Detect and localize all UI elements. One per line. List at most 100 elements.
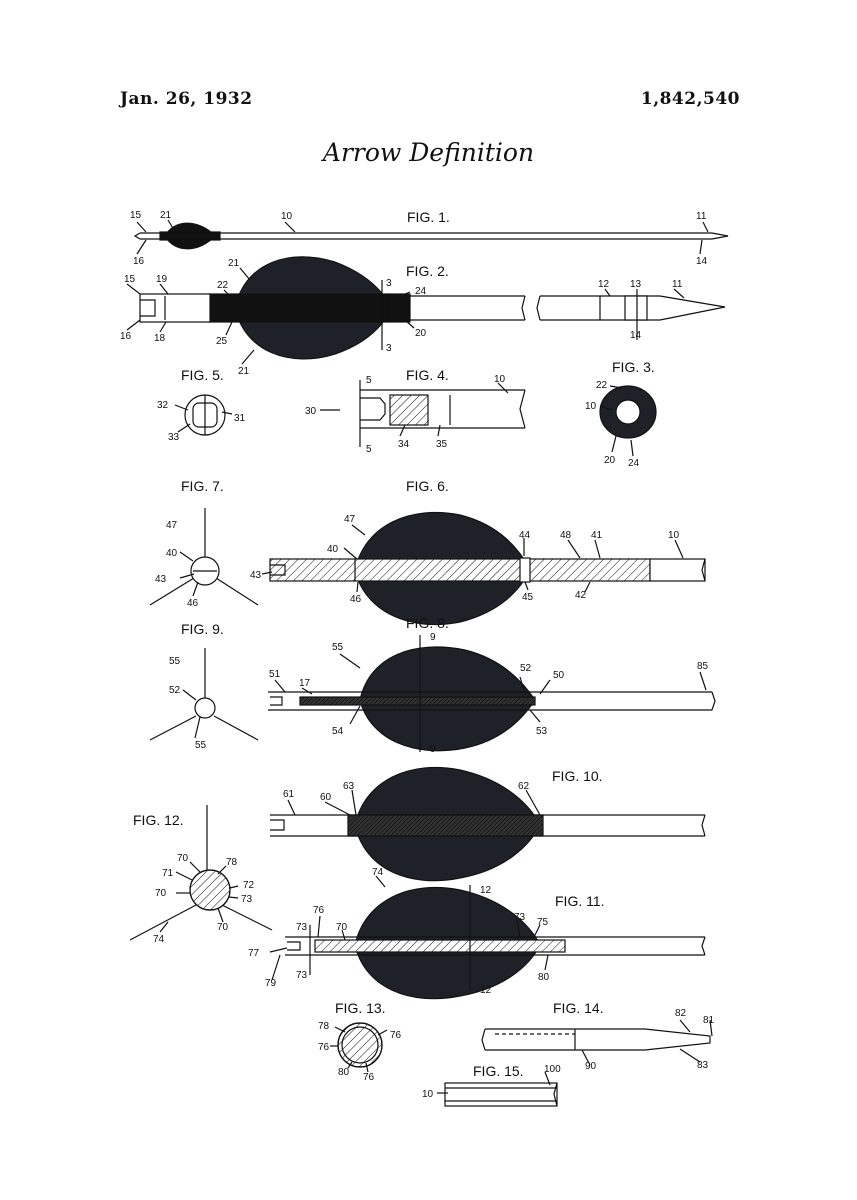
ref-label: 21 [160, 210, 172, 221]
ref-label: 80 [338, 1067, 350, 1078]
ref-label: 74 [372, 867, 384, 878]
patent-date: Jan. 26, 1932 [120, 89, 253, 109]
ref-label: 3 [386, 343, 392, 354]
ref-label: 53 [536, 726, 548, 737]
ref-label: 25 [216, 336, 228, 347]
fig11-drawing [269, 875, 706, 1000]
fig2-drawing [126, 256, 726, 365]
ref-label: 73 [296, 970, 308, 981]
fig9-title: FIG. 9. [181, 621, 224, 637]
ref-label: 81 [703, 1015, 715, 1026]
fig7-title: FIG. 7. [181, 478, 224, 494]
fig9-drawing [149, 648, 259, 741]
ref-label: 24 [628, 458, 640, 469]
ref-label: 16 [133, 256, 145, 267]
fig12-title: FIG. 12. [133, 812, 184, 828]
ref-label: 11 [672, 279, 683, 290]
fig7-drawing [149, 508, 259, 606]
ref-label: 18 [154, 333, 166, 344]
ref-label: 40 [327, 544, 339, 555]
ref-label: 17 [299, 678, 311, 689]
ref-label: 51 [269, 669, 281, 680]
figure-titles: FIG. 1. FIG. 2. FIG. 3. FIG. 4. FIG. 5. … [133, 209, 655, 1079]
ref-label: 20 [604, 455, 616, 466]
ref-label: 40 [166, 548, 178, 559]
ref-label: 12 [480, 985, 492, 996]
ref-label: 43 [250, 570, 262, 581]
ref-label: 63 [343, 781, 355, 792]
ref-label: 52 [520, 663, 532, 674]
ref-label: 72 [243, 880, 255, 891]
fig8-title: FIG. 8. [406, 615, 449, 631]
ref-label: 76 [313, 905, 325, 916]
ref-label: 34 [398, 439, 410, 450]
ref-label: 33 [168, 432, 180, 443]
ref-label: 12 [598, 279, 610, 290]
fig5-title: FIG. 5. [181, 367, 224, 383]
fig6-title: FIG. 6. [406, 478, 449, 494]
ref-label: 21 [228, 258, 240, 269]
ref-label: 73 [241, 894, 253, 905]
ref-label: 76 [390, 1030, 402, 1041]
ref-label: 55 [169, 656, 181, 667]
ref-label: 83 [697, 1060, 709, 1071]
ref-label: 70 [177, 853, 189, 864]
fig2-title: FIG. 2. [406, 263, 449, 279]
ref-label: 46 [350, 594, 362, 605]
ref-label: 9 [430, 632, 436, 643]
fig1-drawing [133, 219, 729, 255]
ref-label: 10 [422, 1089, 434, 1100]
fig13-title: FIG. 13. [335, 1000, 386, 1016]
ref-label: 12 [480, 885, 492, 896]
fig10-title: FIG. 10. [552, 768, 603, 784]
ref-label: 71 [162, 868, 174, 879]
ref-label: 62 [518, 781, 530, 792]
ref-label: 21 [238, 366, 250, 377]
ref-label: 22 [217, 280, 229, 291]
ref-label: 13 [630, 279, 642, 290]
ref-label: 31 [234, 413, 246, 424]
ref-label: 100 [544, 1064, 561, 1075]
ref-label: 35 [436, 439, 448, 450]
ref-label: 78 [318, 1021, 330, 1032]
fig13-drawing [330, 1022, 388, 1073]
fig8-drawing [268, 635, 716, 752]
ref-label: 76 [318, 1042, 330, 1053]
ref-label: 45 [522, 592, 534, 603]
ref-label: 74 [153, 934, 165, 945]
patent-number: 1,842,540 [640, 89, 740, 109]
ref-label: 32 [157, 400, 169, 411]
ref-label: 47 [166, 520, 178, 531]
ref-label: 76 [363, 1072, 375, 1083]
ref-label: 44 [519, 530, 531, 541]
ref-label: 24 [415, 286, 427, 297]
ref-label: 14 [630, 330, 642, 341]
ref-label: 5 [366, 375, 372, 386]
ref-label: 78 [226, 857, 238, 868]
ref-label: 15 [130, 210, 142, 221]
fig12-drawing [129, 805, 273, 941]
ref-label: 46 [187, 598, 199, 609]
ref-label: 19 [156, 274, 168, 285]
fig6-drawing [261, 511, 706, 626]
ref-label: 70 [155, 888, 167, 899]
ref-label: 80 [538, 972, 550, 983]
ref-label: 10 [281, 211, 293, 222]
ref-label: 10 [668, 530, 680, 541]
ref-label: 11 [696, 211, 707, 222]
ref-label: 3 [386, 278, 392, 289]
ref-label: 54 [332, 726, 344, 737]
fig3-drawing [599, 385, 657, 457]
ref-label: 14 [696, 256, 708, 267]
ref-label: 22 [596, 380, 608, 391]
ref-label: 73 [514, 912, 526, 923]
ref-label: 30 [305, 406, 317, 417]
ref-label: 82 [675, 1008, 687, 1019]
ref-label: 16 [120, 331, 132, 342]
ref-label: 75 [537, 917, 549, 928]
ref-label: 77 [248, 948, 260, 959]
fig4-title: FIG. 4. [406, 367, 449, 383]
ref-label: 47 [344, 514, 356, 525]
